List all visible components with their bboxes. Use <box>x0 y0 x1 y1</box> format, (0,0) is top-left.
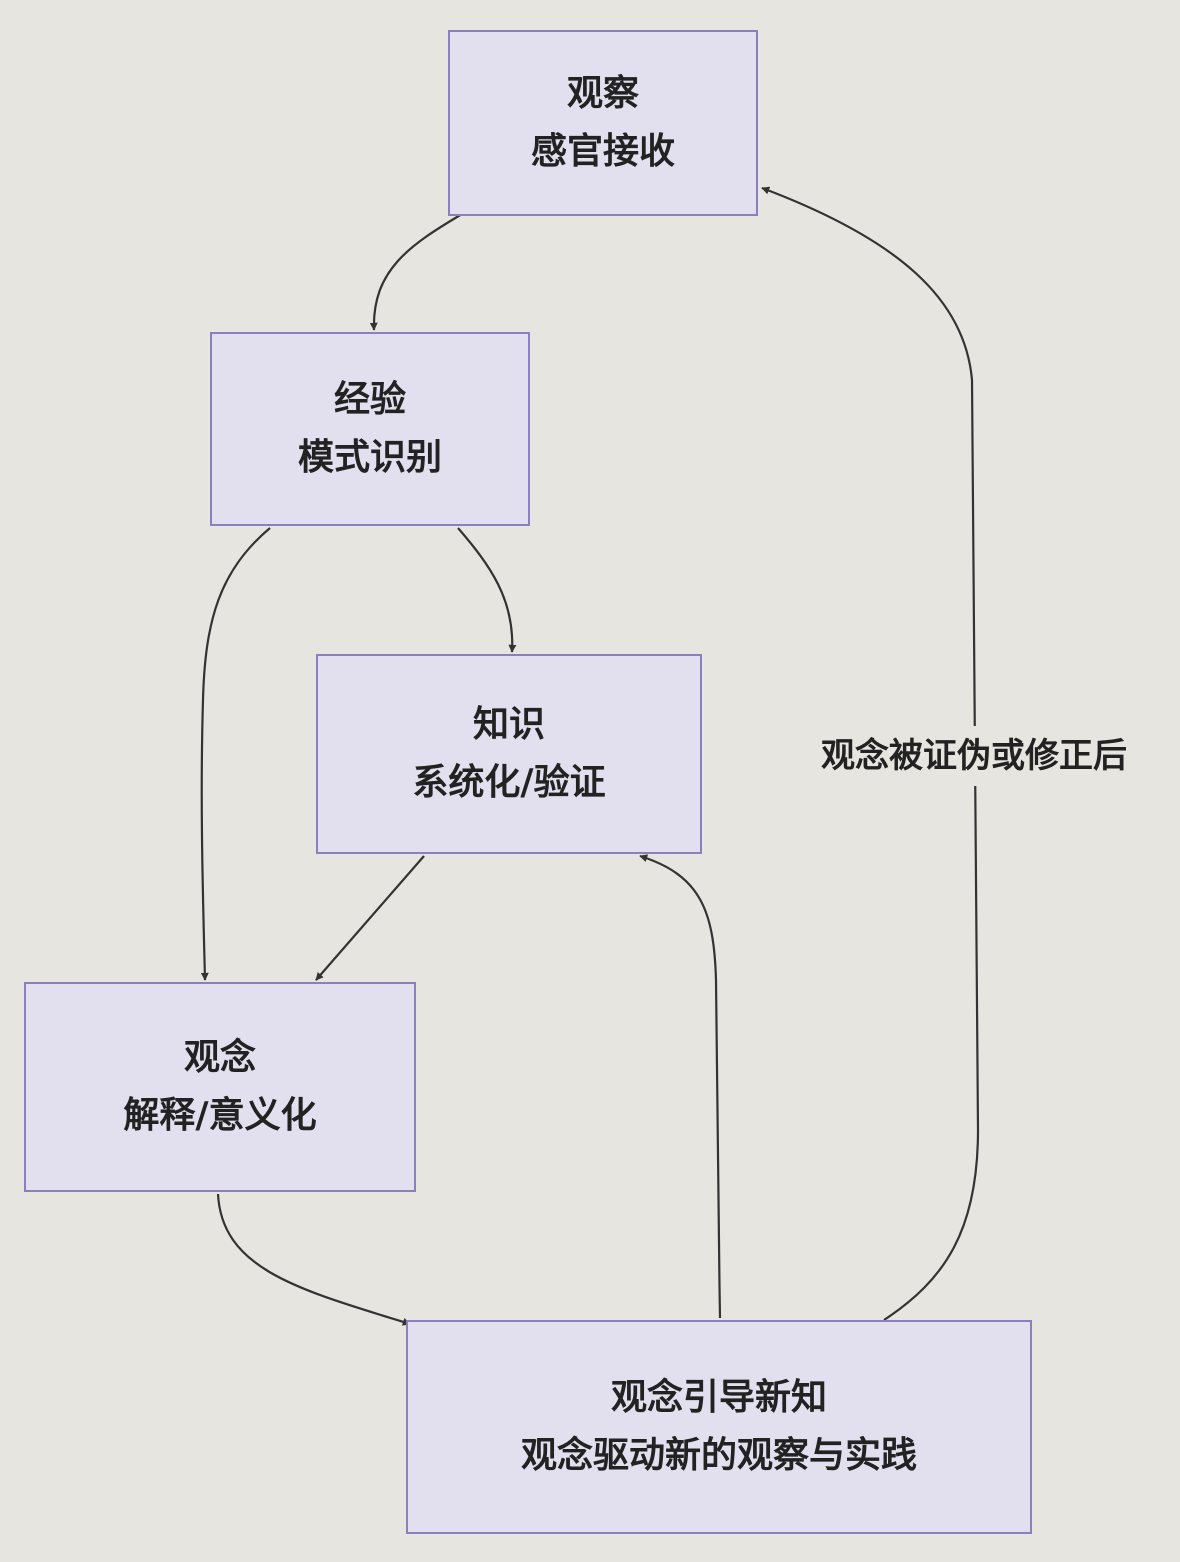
node-knowledge-title: 知识 <box>472 704 545 745</box>
node-experience-subtitle: 模式识别 <box>297 437 442 478</box>
edge-label-falsified: 观念被证伪或修正后 <box>790 726 1158 786</box>
node-guide-subtitle: 观念驱动新的观察与实践 <box>520 1435 917 1476</box>
edge-guide-to-knowledge <box>639 854 722 1319</box>
edge-experience-to-idea <box>200 527 271 981</box>
node-experience: 经验 模式识别 <box>210 332 530 526</box>
node-idea-subtitle: 解释/意义化 <box>123 1095 317 1136</box>
edge-idea-to-guide <box>216 1193 411 1326</box>
edge-knowledge-to-idea <box>315 855 425 981</box>
edge-guide-to-observe <box>761 186 980 1321</box>
edge-observe-to-experience <box>369 213 463 331</box>
node-observe-title: 观察 <box>566 73 639 114</box>
edge-experience-to-knowledge <box>457 527 517 653</box>
node-idea: 观念 解释/意义化 <box>24 982 416 1192</box>
node-observe: 观察 感官接收 <box>448 30 758 216</box>
node-experience-title: 经验 <box>333 379 406 420</box>
node-observe-subtitle: 感官接收 <box>530 131 675 172</box>
node-guide: 观念引导新知 观念驱动新的观察与实践 <box>406 1320 1032 1534</box>
node-knowledge-subtitle: 系统化/验证 <box>412 762 606 803</box>
node-idea-title: 观念 <box>183 1037 256 1078</box>
node-knowledge: 知识 系统化/验证 <box>316 654 702 854</box>
node-guide-title: 观念引导新知 <box>610 1377 827 1418</box>
